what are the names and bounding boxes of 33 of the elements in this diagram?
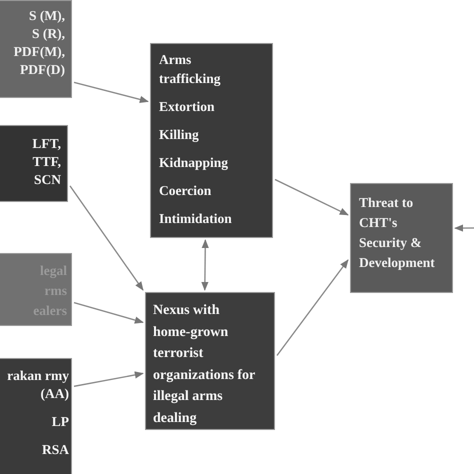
box-text: Extortion [159,98,216,116]
box-text: LP [50,413,69,431]
box-text: S (R), [31,26,65,42]
arrow [74,302,144,324]
box-text: Arms trafficking [159,51,222,88]
box-text: rakan rmy (AA) [6,367,69,403]
box-text: PDF(D) [19,62,65,78]
arrow [74,82,149,103]
box-text: Intimidation [159,210,233,228]
arrow [276,259,349,356]
arrow [69,185,144,291]
box-text: Coercion [159,182,212,200]
arrow [454,224,474,232]
arrow [201,239,209,291]
box-text: Killing [159,126,200,144]
outcome-box [350,183,453,293]
box-text: PDF(M), [12,44,65,60]
box-text: SCN [32,172,61,188]
box-text: Kidnapping [159,154,230,172]
group-box [0,125,68,202]
box-text: S (M), [28,8,65,24]
box-text: RSA [40,441,69,459]
box-text: TTF, [32,154,61,170]
activity-box [150,43,273,238]
process-box [145,292,275,430]
group-box [0,0,72,98]
arrow [74,371,144,387]
box-text: Threat to CHT's Security & Development [359,194,436,272]
box-text: Nexus with home-grown terrorist organizations for illegal arms dealing [153,302,256,428]
arrow [274,178,349,216]
group-box [0,358,72,474]
group-box [0,253,72,326]
box-text: LFT, [31,136,61,152]
